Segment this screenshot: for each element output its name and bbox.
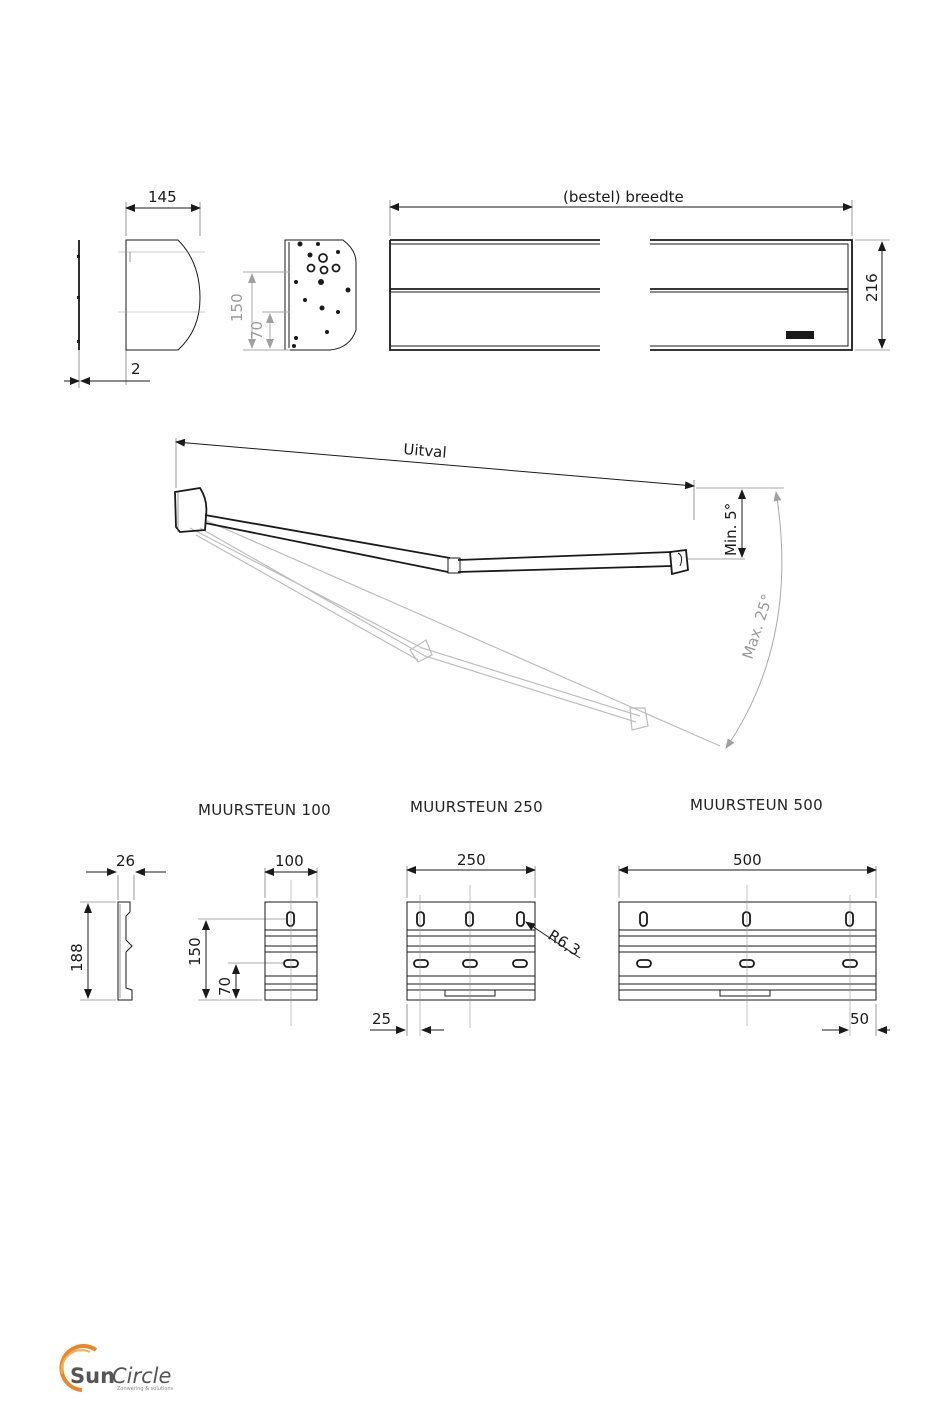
front-height-dimension: 216 [863,273,881,302]
bracket-height-dimension: 150 [228,293,246,322]
logo-tagline: Zonwering & solutions [117,1386,173,1392]
front-view: (bestel) breedte 216 [390,188,890,350]
end-plate-view: 150 70 [228,240,356,350]
bracket-250-edge: 25 [372,1010,391,1028]
bracket-250-width: 250 [457,851,486,869]
bracket-500-title: MUURSTEUN 500 [690,796,823,814]
profile-height-dimension: 188 [68,943,86,972]
profile-depth-dimension: 26 [116,852,135,870]
housing-side-profile: 2 145 [64,188,205,388]
bracket-100-width: 100 [275,852,304,870]
bracket-100-hole-offset: 70 [216,977,234,996]
width-label: (bestel) breedte [563,188,684,206]
wall-gap-dimension: 2 [131,360,141,378]
projection-label: Uitval [403,440,448,462]
bracket-profile: 26 188 [68,852,166,1000]
housing-depth-dimension: 145 [148,188,177,206]
bracket-100: 100 150 70 [186,852,317,1026]
logo-circle-text: Circle [112,1364,171,1388]
bracket-500: 500 50 [619,851,890,1036]
bracket-100-title: MUURSTEUN 100 [198,801,331,819]
awning-side-view: Uitval Min. 5° Max. 25° [175,438,784,748]
brand-label [786,331,814,339]
bracket-500-edge: 50 [850,1010,869,1028]
bracket-250-title: MUURSTEUN 250 [410,798,543,816]
min-angle-label: Min. 5° [722,503,740,556]
suncircle-logo: Sun Circle Zonwering & solutions [61,1346,173,1392]
bracket-250-radius: R6,3 [545,926,584,959]
bracket-100-hole-height: 150 [186,937,204,966]
logo-sun-text: Sun [70,1364,115,1388]
bracket-offset-dimension: 70 [248,321,266,340]
bracket-500-width: 500 [733,851,762,869]
bracket-250: 250 R6,3 25 [370,851,583,1036]
